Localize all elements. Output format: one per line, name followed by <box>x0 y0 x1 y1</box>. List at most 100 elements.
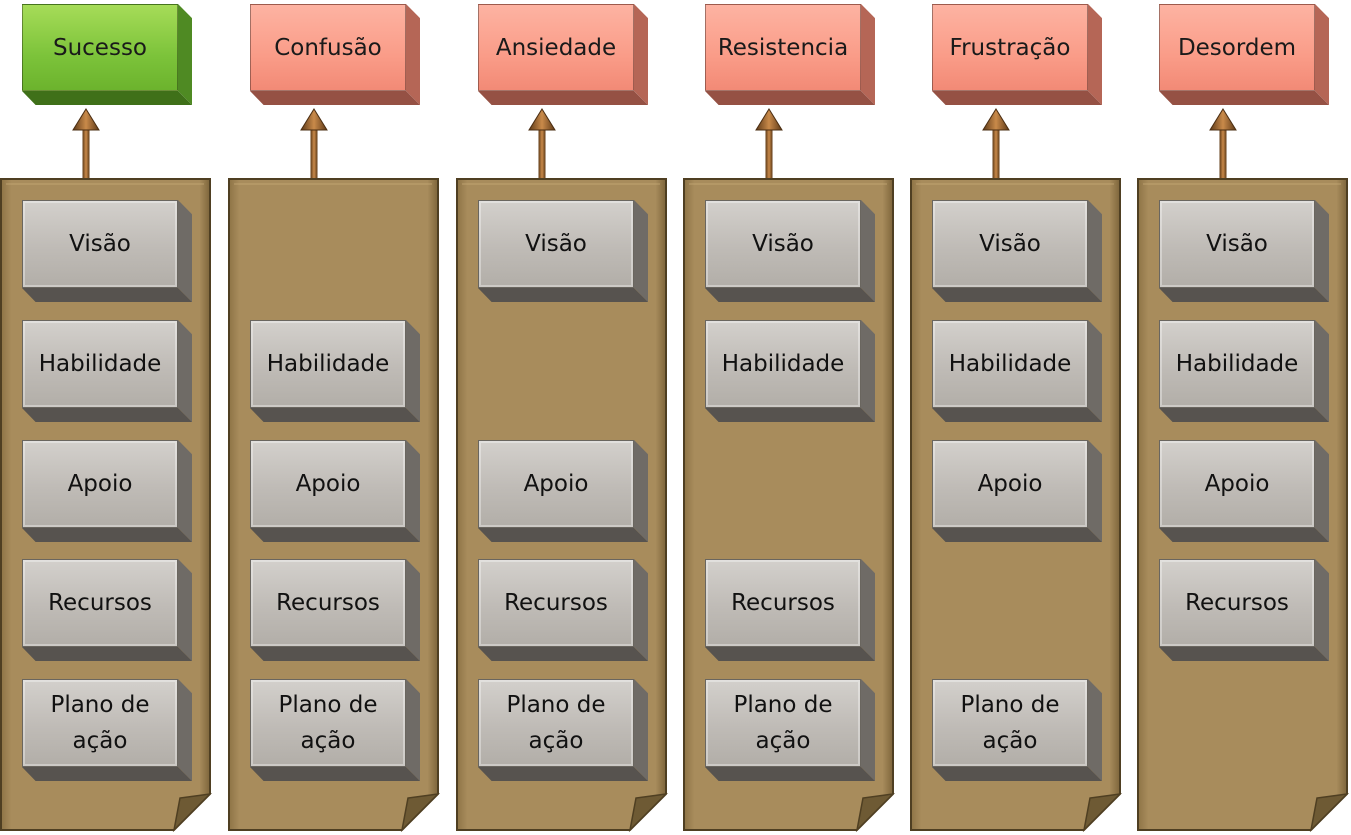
component-block: Habilidade <box>250 320 420 422</box>
block-bevel-right <box>634 200 648 302</box>
component-label: Plano de ação <box>22 679 178 767</box>
component-block: Apoio <box>22 440 192 542</box>
outcome-box: Confusão <box>250 4 420 105</box>
block-bevel-right <box>1315 559 1329 661</box>
block-bevel-right <box>406 440 420 542</box>
arrow-up-icon <box>982 108 1010 180</box>
component-block: Habilidade <box>705 320 875 422</box>
component-block: Plano de ação <box>478 679 648 781</box>
block-bevel-bottom <box>22 528 192 542</box>
block-bevel-right <box>1088 200 1102 302</box>
component-block: Visão <box>705 200 875 302</box>
component-label: Habilidade <box>932 320 1088 408</box>
block-bevel-right <box>178 559 192 661</box>
component-block: Apoio <box>1159 440 1329 542</box>
block-bevel-bottom <box>250 647 420 661</box>
block-bevel-bottom <box>932 288 1102 302</box>
block-bevel-right <box>178 200 192 302</box>
arrow-up-icon <box>300 108 328 180</box>
outcome-bevel-bottom <box>932 91 1102 105</box>
component-block: Habilidade <box>932 320 1102 422</box>
arrow-up-icon <box>755 108 783 180</box>
component-label: Plano de ação <box>705 679 861 767</box>
block-bevel-bottom <box>932 767 1102 781</box>
block-bevel-right <box>178 679 192 781</box>
outcome-bevel-right <box>1315 4 1329 105</box>
component-label: Apoio <box>932 440 1088 528</box>
block-bevel-right <box>634 679 648 781</box>
component-label: Apoio <box>22 440 178 528</box>
block-bevel-bottom <box>1159 288 1329 302</box>
component-label: Visão <box>22 200 178 288</box>
outcome-box: Desordem <box>1159 4 1329 105</box>
component-block: Habilidade <box>1159 320 1329 422</box>
block-bevel-right <box>861 679 875 781</box>
block-bevel-bottom <box>22 647 192 661</box>
block-bevel-right <box>406 679 420 781</box>
component-block: Visão <box>478 200 648 302</box>
component-label: Plano de ação <box>250 679 406 767</box>
outcome-box: Frustração <box>932 4 1102 105</box>
block-bevel-right <box>861 320 875 422</box>
outcome-bevel-bottom <box>478 91 648 105</box>
outcome-bevel-right <box>406 4 420 105</box>
block-bevel-bottom <box>478 647 648 661</box>
outcome-bevel-bottom <box>22 91 192 105</box>
component-label: Apoio <box>1159 440 1315 528</box>
outcome-bevel-right <box>634 4 648 105</box>
block-bevel-bottom <box>478 288 648 302</box>
component-label: Visão <box>1159 200 1315 288</box>
block-bevel-right <box>1088 320 1102 422</box>
component-label: Apoio <box>250 440 406 528</box>
component-label: Recursos <box>1159 559 1315 647</box>
block-bevel-right <box>1088 679 1102 781</box>
block-bevel-bottom <box>250 767 420 781</box>
arrow-up-icon <box>528 108 556 180</box>
block-bevel-bottom <box>705 408 875 422</box>
outcome-box: Ansiedade <box>478 4 648 105</box>
block-bevel-bottom <box>1159 647 1329 661</box>
outcome-bevel-right <box>178 4 192 105</box>
outcome-label: Frustração <box>932 4 1088 91</box>
component-block: Plano de ação <box>705 679 875 781</box>
arrow-up-icon <box>1209 108 1237 180</box>
outcome-bevel-bottom <box>250 91 420 105</box>
component-label: Recursos <box>478 559 634 647</box>
component-block: Plano de ação <box>932 679 1102 781</box>
component-label: Visão <box>478 200 634 288</box>
component-label: Plano de ação <box>478 679 634 767</box>
block-bevel-bottom <box>250 528 420 542</box>
outcome-bevel-bottom <box>705 91 875 105</box>
component-label: Habilidade <box>250 320 406 408</box>
block-bevel-bottom <box>250 408 420 422</box>
component-label: Recursos <box>705 559 861 647</box>
outcome-label: Resistencia <box>705 4 861 91</box>
component-block: Plano de ação <box>22 679 192 781</box>
outcome-bevel-right <box>1088 4 1102 105</box>
component-label: Visão <box>705 200 861 288</box>
component-block: Visão <box>22 200 192 302</box>
component-block: Visão <box>1159 200 1329 302</box>
block-bevel-right <box>406 559 420 661</box>
component-block: Apoio <box>250 440 420 542</box>
block-bevel-right <box>634 559 648 661</box>
component-label: Apoio <box>478 440 634 528</box>
component-block: Plano de ação <box>250 679 420 781</box>
component-label: Recursos <box>22 559 178 647</box>
component-label: Visão <box>932 200 1088 288</box>
component-label: Habilidade <box>22 320 178 408</box>
block-bevel-right <box>1315 200 1329 302</box>
block-bevel-right <box>1088 440 1102 542</box>
outcome-label: Desordem <box>1159 4 1315 91</box>
component-block: Visão <box>932 200 1102 302</box>
outcome-box: Sucesso <box>22 4 192 105</box>
block-bevel-right <box>406 320 420 422</box>
component-label: Plano de ação <box>932 679 1088 767</box>
block-bevel-right <box>178 320 192 422</box>
outcome-box: Resistencia <box>705 4 875 105</box>
